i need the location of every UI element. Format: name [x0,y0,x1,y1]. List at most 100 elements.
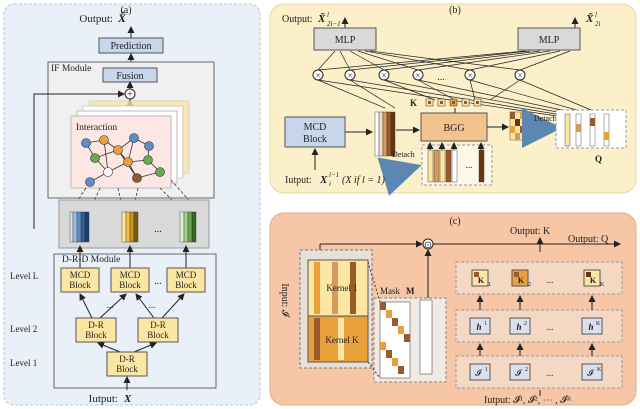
dr-block-level2-2: D-R Block [137,317,179,343]
svg-text:MCD: MCD [176,270,197,280]
residual-connection [33,90,125,229]
output-k-label: Output: K [510,226,551,237]
svg-text:...: ... [547,322,554,332]
svg-text:×: × [381,71,386,81]
panel-a-output-symbol: X̂ [117,11,127,25]
panel-b-mcd-line2: Block [303,134,327,145]
k-slots [425,98,482,107]
svg-text:2: 2 [528,282,531,288]
svg-text:1: 1 [485,367,488,373]
svg-text:Kernel 1: Kernel 1 [326,283,357,293]
svg-text:Block: Block [116,364,138,374]
h-to-k-arrows [476,295,596,310]
mask-links [367,261,381,379]
svg-text:K: K [478,276,485,285]
svg-text:K: K [597,367,602,373]
svg-text:D-R: D-R [119,354,135,364]
if-module-label: IF Module [51,64,91,74]
panel-a-output-label: Output: [79,13,113,25]
h-items: h 1 h 2 ... h K [469,317,603,335]
bgg-output-grid [509,111,531,141]
mask-symbol: M [406,286,415,296]
bgg-label: BGG [443,123,464,134]
level-l-dots-2: ... [149,300,156,310]
mlp-right-label: MLP [539,35,560,46]
mcd-block-2: MCD Block [110,267,150,293]
k-label: K [410,98,417,108]
panel-b-input-label: Iutput: [285,175,312,186]
panel-b-input-cond: (X if l = 1) [342,175,386,186]
mlp-left-label: MLP [335,35,356,46]
detach-left-arrow [377,157,422,196]
svg-text:...: ... [547,275,554,285]
svg-text:K: K [518,276,525,285]
svg-text:×: × [347,71,352,81]
panel-b-mcd-line1: MCD [304,122,327,133]
svg-text:1: 1 [484,321,487,327]
svg-text:×: × [315,71,320,81]
svg-text:Block: Block [147,330,169,340]
mlp-left [313,27,377,51]
level-2-label: Level 2 [10,324,37,334]
k-items: K 1 K 2 ... K K [471,269,605,288]
level-1-label: Level 1 [10,358,37,368]
interaction-label: Interaction [76,123,117,133]
bgg-input-ellipsis: ... [466,160,473,170]
svg-text:D-R: D-R [88,320,104,330]
panel-b-output-label: Output: [282,14,313,25]
svg-text:Block: Block [85,330,107,340]
svg-text:h: h [516,322,521,332]
svg-text:×: × [517,71,522,81]
panel-a: (a) Output: X̂ Prediction IF Module Fusi… [3,3,261,406]
mcd-ellipsis: ... [154,276,162,287]
multiplier-to-mlp-lines [317,50,571,71]
panel-b-out-left-sub: 2i−1 [327,20,341,28]
svg-text:Kernel K: Kernel K [325,335,359,345]
detach-left-label: Detach [392,150,415,159]
svg-text:D-R: D-R [150,320,166,330]
panel-c: (c) Output: K Output: Q ⊙ Input: 𝓘 Kerne… [269,212,637,406]
output-q-label: Output: Q [568,234,609,245]
mlp-right [517,27,581,51]
plus-symbol: + [127,90,133,101]
mcd-feature-map [374,111,396,157]
panel-b-out-left: X̃ [317,12,326,25]
svg-text:Block: Block [119,280,141,290]
svg-text:h: h [588,322,593,332]
svg-text:×: × [415,71,420,81]
panel-b-tag: (b) [449,5,461,16]
panel-c-input-label: Iutput: 𝓘¹, 𝓘², ⋯ , 𝓘ᴷ [484,395,572,406]
panel-b-out-right-sub: 2i [595,20,601,28]
panel-c-input-side: Input: 𝓘 [279,283,290,318]
svg-text:1: 1 [488,282,491,288]
bgg-input-columns [427,149,458,183]
panel-b-mcd-block [284,116,346,148]
svg-text:K: K [590,276,597,285]
svg-text:Block: Block [175,280,197,290]
panel-a-input-symbol: X [123,393,132,405]
drd-module-label: D-R-D Module [62,255,120,265]
panel-c-tag: (c) [449,216,460,227]
panel-a-input-label: Iutput: [89,393,118,405]
odot-symbol: ⊙ [424,240,432,251]
q-columns [564,113,610,147]
svg-text:2: 2 [524,321,527,327]
panel-b-out-right: X̃ [585,12,594,25]
mcd-block-3: MCD Block [166,267,206,293]
panel-b-out-left-sup: l [327,11,329,19]
multiplier-ellipsis: ... [437,72,445,83]
prediction-label: Prediction [110,41,151,52]
fusion-label: Fusion [116,71,143,82]
feature-bars-blue [69,211,90,243]
graph-nodes [81,133,165,187]
feature-bars-green [179,211,197,243]
svg-text:K: K [600,282,605,288]
svg-text:𝓘: 𝓘 [515,368,523,378]
panel-b-input-sup: l−1 [329,171,339,179]
feature-bars-yellow [121,211,139,243]
panel-b-input-symbol: X [319,174,328,186]
svg-text:K: K [596,321,601,327]
svg-text:Block: Block [69,280,91,290]
i-items: 𝓘 1 𝓘 2 ... 𝓘 K [469,363,603,381]
